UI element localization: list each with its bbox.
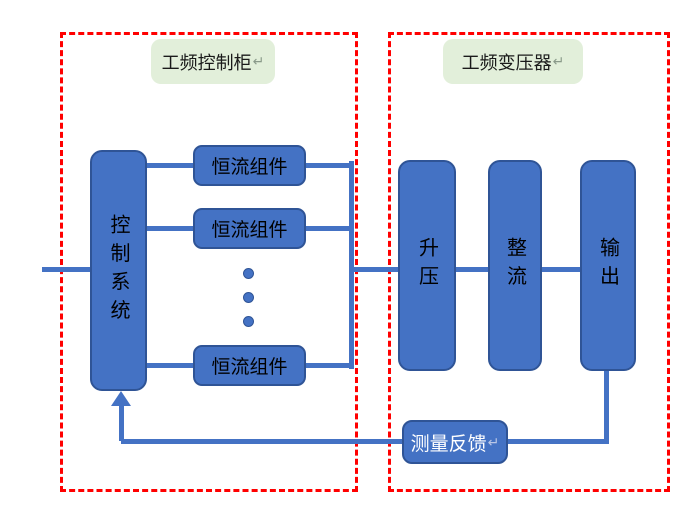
control-to-cc2-line xyxy=(145,226,195,231)
feedback-up-line xyxy=(119,404,124,441)
ellipsis-dot xyxy=(243,268,254,279)
input-line xyxy=(42,267,92,272)
transformer-group-label-text: 工频变压器 xyxy=(461,52,552,73)
control-to-cc3-line xyxy=(145,363,195,368)
node-constant-current-module-3-label: 恒流组件 xyxy=(211,357,288,378)
node-constant-current-module-1: 恒流组件 xyxy=(193,145,306,186)
node-constant-current-module-3: 恒流组件 xyxy=(193,345,306,386)
node-output-label: 输出 xyxy=(596,237,619,294)
control-cabinet-group-label: 工频控制柜↵ xyxy=(151,39,275,84)
node-boost-label: 升压 xyxy=(415,237,438,294)
ellipsis-dot xyxy=(243,316,254,327)
transformer-group-label: 工频变压器↵ xyxy=(443,39,583,84)
cc2-to-bus-line xyxy=(304,226,354,231)
ellipsis-dot xyxy=(243,292,254,303)
boost-to-rectifier-line xyxy=(454,267,490,272)
cc3-to-bus-line xyxy=(304,363,354,368)
transformer-group-border xyxy=(388,32,670,492)
output-down-line xyxy=(604,369,609,444)
node-rectifier-label: 整流 xyxy=(503,237,526,294)
control-to-cc1-line xyxy=(145,163,195,168)
control-cabinet-group-border xyxy=(60,32,358,492)
node-output: 输出 xyxy=(580,160,636,371)
cc1-to-bus-line xyxy=(304,163,354,168)
return-mark-icon: ↵ xyxy=(487,433,500,450)
node-constant-current-module-1-label: 恒流组件 xyxy=(211,157,288,178)
node-constant-current-module-2: 恒流组件 xyxy=(193,208,306,249)
node-control-system: 控制系统 xyxy=(90,150,147,391)
rectifier-to-output-line xyxy=(540,267,582,272)
node-rectifier: 整流 xyxy=(488,160,542,371)
return-mark-icon: ↵ xyxy=(252,53,265,69)
node-measurement-feedback: 测量反馈↵ xyxy=(402,420,508,464)
bus-to-boost-line xyxy=(352,267,398,272)
node-constant-current-module-2-label: 恒流组件 xyxy=(211,220,288,241)
bus-line xyxy=(349,161,354,369)
node-measurement-feedback-label: 测量反馈 xyxy=(410,433,487,455)
arrow-up-icon xyxy=(111,391,131,406)
control-cabinet-group-label-text: 工频控制柜 xyxy=(161,52,252,73)
feedback-horizontal-line xyxy=(121,439,608,444)
return-mark-icon: ↵ xyxy=(552,53,565,69)
node-boost: 升压 xyxy=(398,160,456,371)
node-control-system-label: 控制系统 xyxy=(107,213,129,328)
